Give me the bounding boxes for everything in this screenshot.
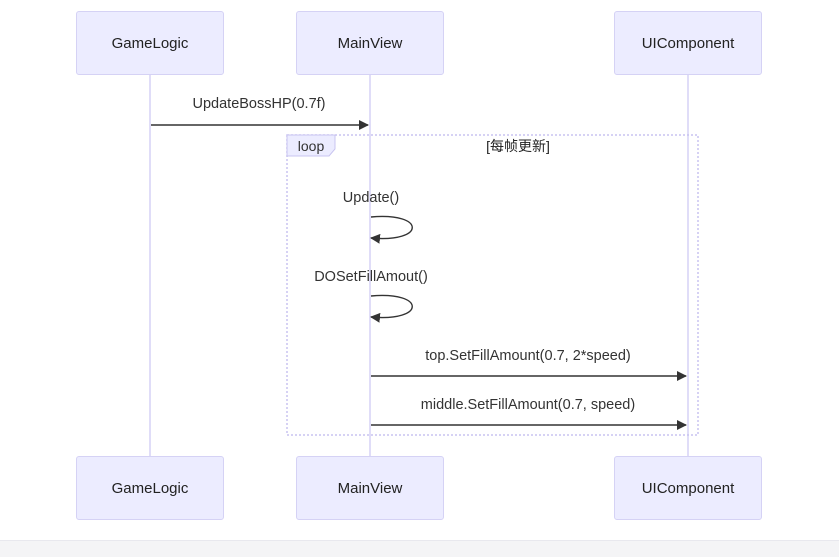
- self-arrow-update: [370, 215, 413, 244]
- loop-tag-label: loop: [297, 138, 325, 154]
- bottom-strip: [0, 540, 839, 557]
- loop-condition: [每帧更新]: [486, 138, 550, 154]
- actor-mainview-top: MainView: [296, 11, 444, 75]
- actor-mainview-bottom: MainView: [296, 456, 444, 520]
- message-label-update-boss-hp: UpdateBossHP(0.7f): [192, 96, 326, 112]
- self-arrow-do-set-fill: [370, 294, 413, 323]
- loop-tag-box: [286, 134, 336, 157]
- message-label-top-set-fill: top.SetFillAmount(0.7, 2*speed): [425, 348, 631, 364]
- actor-uicomponent-bottom: UIComponent: [614, 456, 762, 520]
- message-label-do-set-fill: DOSetFillAmout(): [314, 269, 428, 285]
- message-label-middle-set-fill: middle.SetFillAmount(0.7, speed): [420, 397, 636, 413]
- actor-gamelogic-top: GameLogic: [76, 11, 224, 75]
- loop-frame: [286, 134, 699, 436]
- actor-uicomponent-top: UIComponent: [614, 11, 762, 75]
- actor-gamelogic-bottom: GameLogic: [76, 456, 224, 520]
- message-label-update: Update(): [342, 190, 400, 206]
